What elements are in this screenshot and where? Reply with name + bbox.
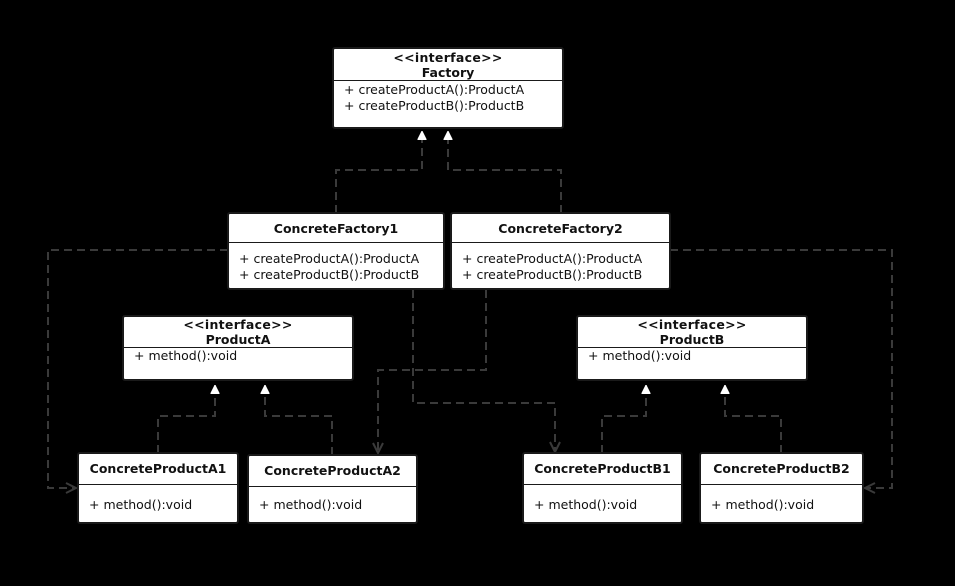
concrete-factory-2-method: + createProductA():ProductA <box>462 251 643 266</box>
realization-b1-productb <box>601 385 646 453</box>
realization-b2-productb <box>725 385 782 453</box>
concrete-product-b2-box[interactable]: ConcreteProductB2 + method():void <box>699 452 864 524</box>
realization-cf1-factory <box>335 131 422 213</box>
concrete-product-b2-divider <box>701 484 862 485</box>
product-a-method: + method():void <box>134 348 238 363</box>
dependency-cf2-b2 <box>670 249 893 488</box>
product-b-divider <box>578 347 806 348</box>
concrete-product-a2-box[interactable]: ConcreteProductA2 + method():void <box>247 454 418 524</box>
product-b-name: ProductB <box>659 332 725 347</box>
concrete-factory-2-name: ConcreteFactory2 <box>498 221 623 236</box>
concrete-factory-1-method: + createProductA():ProductA <box>239 251 420 266</box>
concrete-factory-1-divider <box>229 242 443 243</box>
factory-method: + createProductA():ProductA <box>344 82 525 97</box>
realization-a1-producta <box>157 385 215 453</box>
dependency-cf1-a1 <box>47 249 228 488</box>
concrete-product-a2-divider <box>249 486 416 487</box>
product-a-name: ProductA <box>205 332 271 347</box>
concrete-product-b1-name: ConcreteProductB1 <box>534 461 671 476</box>
product-b-interface-box[interactable]: <<interface>> ProductB + method():void <box>576 315 808 381</box>
concrete-product-a1-method: + method():void <box>89 497 193 512</box>
product-a-divider <box>124 347 352 348</box>
concrete-product-b1-method: + method():void <box>534 497 638 512</box>
concrete-factory-2-divider <box>452 242 669 243</box>
concrete-product-a2-method: + method():void <box>259 497 363 512</box>
concrete-product-b1-divider <box>524 484 681 485</box>
concrete-factory-1-method: + createProductB():ProductB <box>239 267 420 282</box>
realization-a2-producta <box>265 385 333 455</box>
factory-divider <box>334 80 562 81</box>
factory-name: Factory <box>421 65 475 80</box>
concrete-product-b1-box[interactable]: ConcreteProductB1 + method():void <box>522 452 683 524</box>
product-a-stereotype: <<interface>> <box>183 317 293 332</box>
product-b-method: + method():void <box>588 348 692 363</box>
product-a-interface-box[interactable]: <<interface>> ProductA + method():void <box>122 315 354 381</box>
product-b-stereotype: <<interface>> <box>637 317 747 332</box>
factory-interface-box[interactable]: <<interface>> Factory + createProductA()… <box>332 47 564 129</box>
factory-stereotype: <<interface>> <box>393 50 503 65</box>
concrete-product-a1-name: ConcreteProductA1 <box>89 461 227 476</box>
concrete-product-a1-divider <box>79 484 237 485</box>
factory-method: + createProductB():ProductB <box>344 98 525 113</box>
concrete-factory-2-box[interactable]: ConcreteFactory2 + createProductA():Prod… <box>450 212 671 290</box>
concrete-product-b2-method: + method():void <box>711 497 815 512</box>
concrete-factory-1-box[interactable]: ConcreteFactory1 + createProductA():Prod… <box>227 212 445 290</box>
realization-cf2-factory <box>448 131 562 213</box>
dependency-cf1-b1 <box>412 290 555 452</box>
concrete-factory-2-method: + createProductB():ProductB <box>462 267 643 282</box>
concrete-product-a1-box[interactable]: ConcreteProductA1 + method():void <box>77 452 239 524</box>
concrete-product-a2-name: ConcreteProductA2 <box>264 463 401 478</box>
dependency-cf2-a2 <box>378 290 487 453</box>
concrete-product-b2-name: ConcreteProductB2 <box>713 461 850 476</box>
concrete-factory-1-name: ConcreteFactory1 <box>273 221 399 236</box>
